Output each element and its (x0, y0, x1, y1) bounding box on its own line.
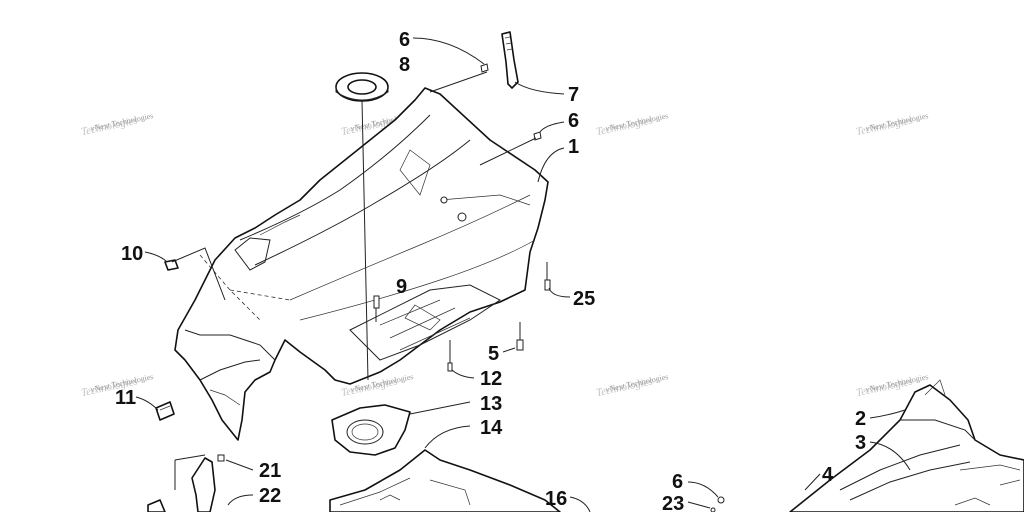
svg-text:vNext Technologies: vNext Technologies (605, 372, 669, 394)
leader-line (361, 99, 369, 381)
fastener-part (516, 322, 524, 351)
lower-bracket-part (174, 454, 225, 512)
bracket-part (501, 31, 519, 89)
leader-lines (135, 37, 911, 512)
fastener-part (373, 295, 380, 322)
svg-text:vNext Technologies: vNext Technologies (865, 111, 929, 133)
callout-label: 8 (399, 54, 410, 76)
callout-label: 6 (672, 471, 683, 493)
callout-labels: 6 8 7 6 1 10 9 25 5 12 11 13 14 21 22 16… (115, 29, 866, 512)
callout-label: 22 (259, 485, 281, 507)
watermark: Technologies vNext Technologies (80, 111, 154, 138)
callout-label: 11 (115, 387, 136, 409)
plate-part (331, 404, 411, 456)
side-panel-part (789, 379, 1024, 512)
screw-part (480, 63, 489, 73)
callout-label: 7 (568, 84, 579, 106)
screw-part (710, 496, 725, 512)
watermark: Technologies vNext Technologies (855, 111, 929, 138)
callout-label: 21 (259, 460, 281, 482)
svg-text:vNext Technologies: vNext Technologies (90, 111, 154, 133)
clip-part (164, 259, 179, 271)
main-body-part (174, 87, 549, 441)
fastener-part (447, 340, 453, 372)
callout-label: 25 (573, 288, 595, 310)
lower-pan-part (329, 449, 561, 512)
callout-label: 1 (568, 136, 579, 158)
callout-label: 2 (855, 408, 866, 430)
callout-label: 3 (855, 432, 866, 454)
callout-label: 14 (480, 417, 503, 439)
watermark: Technologies vNext Technologies (595, 372, 669, 399)
callout-label: 6 (399, 29, 410, 51)
callout-label: 10 (121, 243, 143, 265)
edge-part (147, 499, 166, 512)
callout-label: 23 (662, 493, 684, 512)
callout-label: 4 (822, 464, 834, 486)
grommet-part (335, 72, 389, 102)
callout-label: 13 (480, 393, 502, 415)
callout-label: 16 (545, 488, 567, 510)
clip-part (155, 401, 175, 421)
callout-label: 9 (396, 276, 407, 298)
watermark: Technologies vNext Technologies (595, 111, 669, 138)
svg-text:vNext Technologies: vNext Technologies (605, 111, 669, 133)
fastener-part (544, 262, 551, 291)
callout-label: 6 (568, 110, 579, 132)
callout-label: 12 (480, 368, 502, 390)
callout-label: 5 (488, 343, 499, 365)
